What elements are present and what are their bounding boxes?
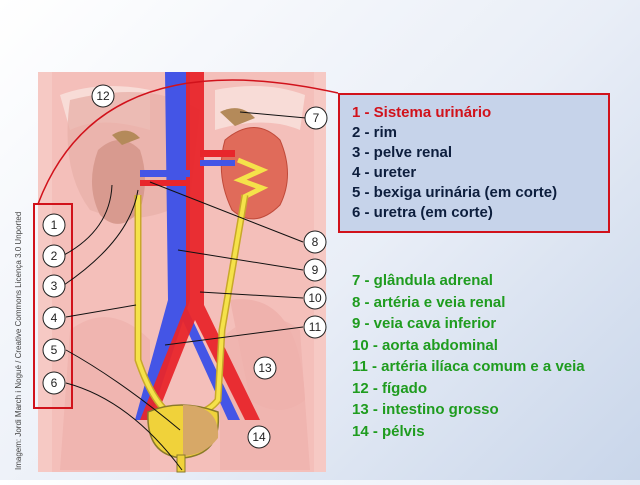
legend-item: 9 - veia cava inferior (352, 315, 497, 332)
svg-text:2: 2 (51, 249, 58, 263)
leader-lines (63, 111, 307, 471)
svg-text:12: 12 (96, 89, 110, 103)
renal-pelvis (233, 157, 269, 201)
svg-text:5: 5 (51, 343, 58, 357)
legend-item: 6 - uretra (em corte) (352, 204, 493, 221)
left-renal-artery (140, 180, 190, 186)
svg-text:11: 11 (309, 320, 322, 334)
urinary-connector-curve (37, 79, 339, 205)
callout-1: 1 (42, 213, 66, 237)
callout-14: 14 (247, 425, 271, 449)
legend-item: 8 - artéria e veia renal (352, 293, 506, 311)
abdominal-aorta (140, 72, 260, 420)
callout-8: 8 (303, 230, 327, 254)
callout-13: 13 (253, 356, 277, 380)
left-renal-vein (140, 170, 190, 177)
svg-text:4: 4 (51, 311, 58, 325)
callout-12: 12 (91, 84, 115, 108)
urinary-legend: 1 - Sistema urinário 2 - rim 3 - pelve r… (338, 93, 610, 233)
svg-text:1: 1 (51, 218, 58, 232)
callout-5: 5 (42, 338, 66, 362)
svg-text:3: 3 (51, 279, 58, 293)
legend-item: 2 - rim (352, 124, 398, 141)
legend-item: 1 - Sistema urinário (352, 104, 492, 121)
legend-item: 12 - fígado (352, 379, 428, 397)
urinary-group-box (33, 203, 73, 409)
legend-item: 10 - aorta abdominal (352, 336, 498, 354)
svg-text:14: 14 (252, 430, 266, 444)
callout-6: 6 (42, 371, 66, 395)
svg-text:6: 6 (51, 376, 58, 390)
legend-item: 14 - pélvis (352, 422, 425, 440)
callout-10: 10 (303, 286, 327, 310)
other-structures-legend: 7 - glândula adrenal 8 - artéria e veia … (352, 270, 585, 442)
svg-text:7: 7 (313, 111, 320, 125)
callout-11: 11 (303, 315, 327, 339)
callout-9: 9 (303, 258, 327, 282)
svg-text:10: 10 (308, 291, 322, 305)
right-renal-vein (200, 160, 235, 166)
iliac-vein (178, 300, 240, 420)
callout-4: 4 (42, 306, 66, 330)
right-renal-artery (200, 150, 235, 157)
bladder-section (183, 405, 219, 456)
svg-text:8: 8 (312, 235, 319, 249)
legend-item: 7 - glândula adrenal (352, 272, 493, 289)
large-intestine (230, 299, 305, 410)
legend-item: 4 - ureter (352, 164, 417, 181)
legend-item: 11 - artéria ilíaca comum e a veia (352, 358, 585, 375)
legend-item: 3 - pelve renal (352, 144, 453, 161)
callout-2: 2 (42, 244, 66, 268)
callout-3: 3 (42, 274, 66, 298)
pelvis-left (60, 317, 150, 470)
image-credit: Imagem: Jordi March i Nogué / Creative C… (14, 211, 23, 470)
callout-7: 7 (304, 106, 328, 130)
left-kidney (91, 140, 145, 224)
left-adrenal-gland (112, 130, 140, 145)
svg-text:9: 9 (312, 263, 319, 277)
legend-item: 13 - intestino grosso (352, 401, 499, 418)
svg-text:13: 13 (258, 361, 272, 375)
legend-item: 5 - bexiga urinária (em corte) (352, 184, 558, 201)
